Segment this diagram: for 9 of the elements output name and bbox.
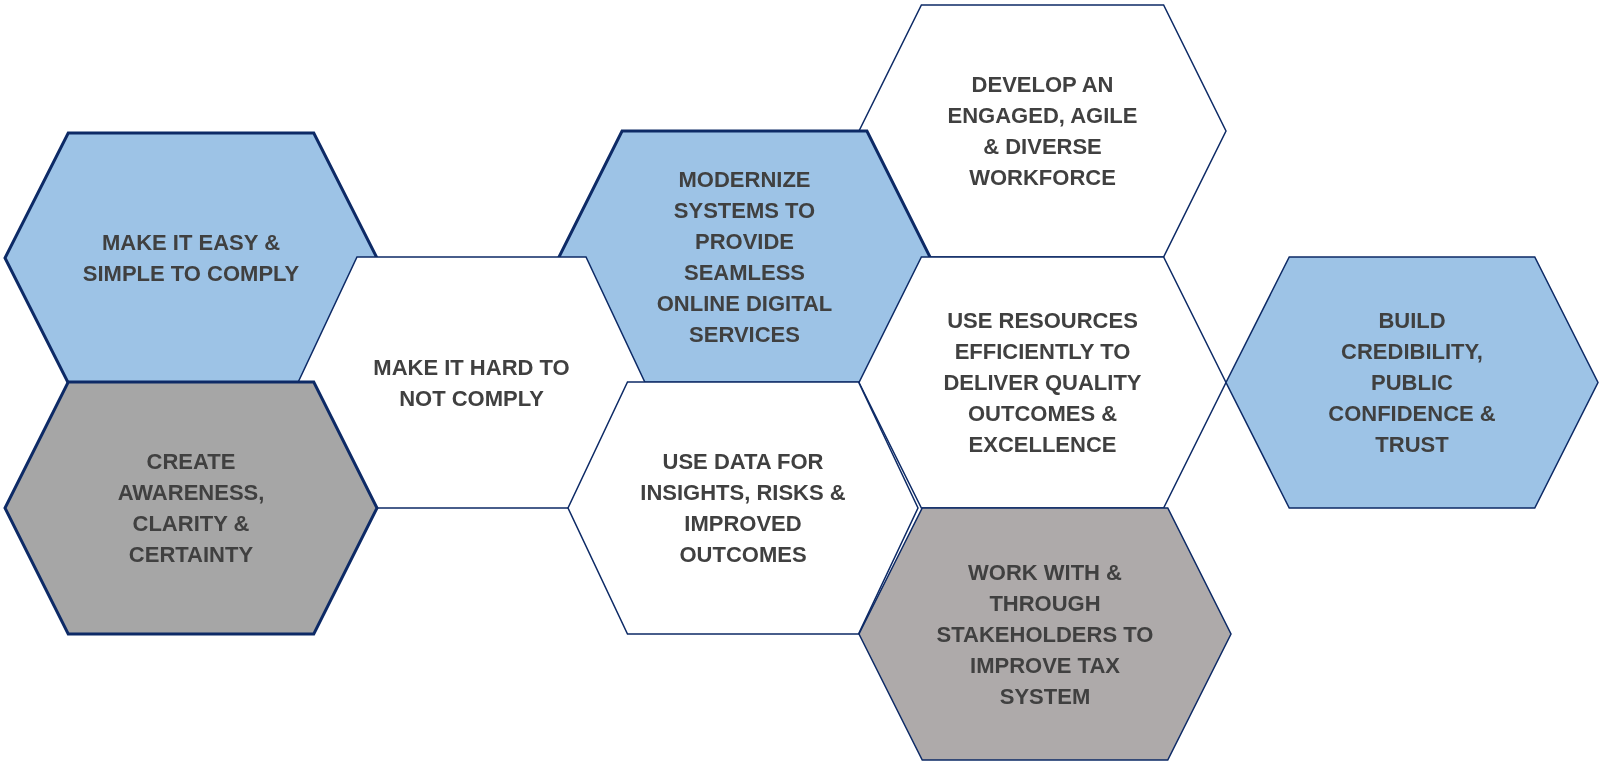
hexagon-label: CREATE AWARENESS, CLARITY & CERTAINTY	[116, 448, 266, 569]
hexagon-label: MAKE IT HARD TO NOT COMPLY	[372, 353, 571, 413]
hexagon-label: DEVELOP AN ENGAGED, AGILE & DIVERSE WORKFORCE	[947, 71, 1138, 192]
hexagon-label: USE RESOURCES EFFICIENTLY TO DELIVER QUALITY OUTCOMES & EXCELLENCE	[942, 307, 1143, 459]
hexagon-label: BUILD CREDIBILITY, PUBLIC CONFIDENCE & TRUST	[1327, 307, 1497, 459]
hexagon-label: WORK WITH & THROUGH STAKEHOLDERS TO IMPROVE TAX SYSTEM	[935, 558, 1155, 711]
hexagon-label: MAKE IT EASY & SIMPLE TO COMPLY	[81, 229, 301, 288]
hexagon-label: USE DATA FOR INSIGHTS, RISKS & IMPROVED OUTCOMES	[639, 448, 847, 569]
hexagon-label: MODERNIZE SYSTEMS TO PROVIDE SEAMLESS ONLINE DIGITAL SERVICES	[655, 166, 834, 349]
